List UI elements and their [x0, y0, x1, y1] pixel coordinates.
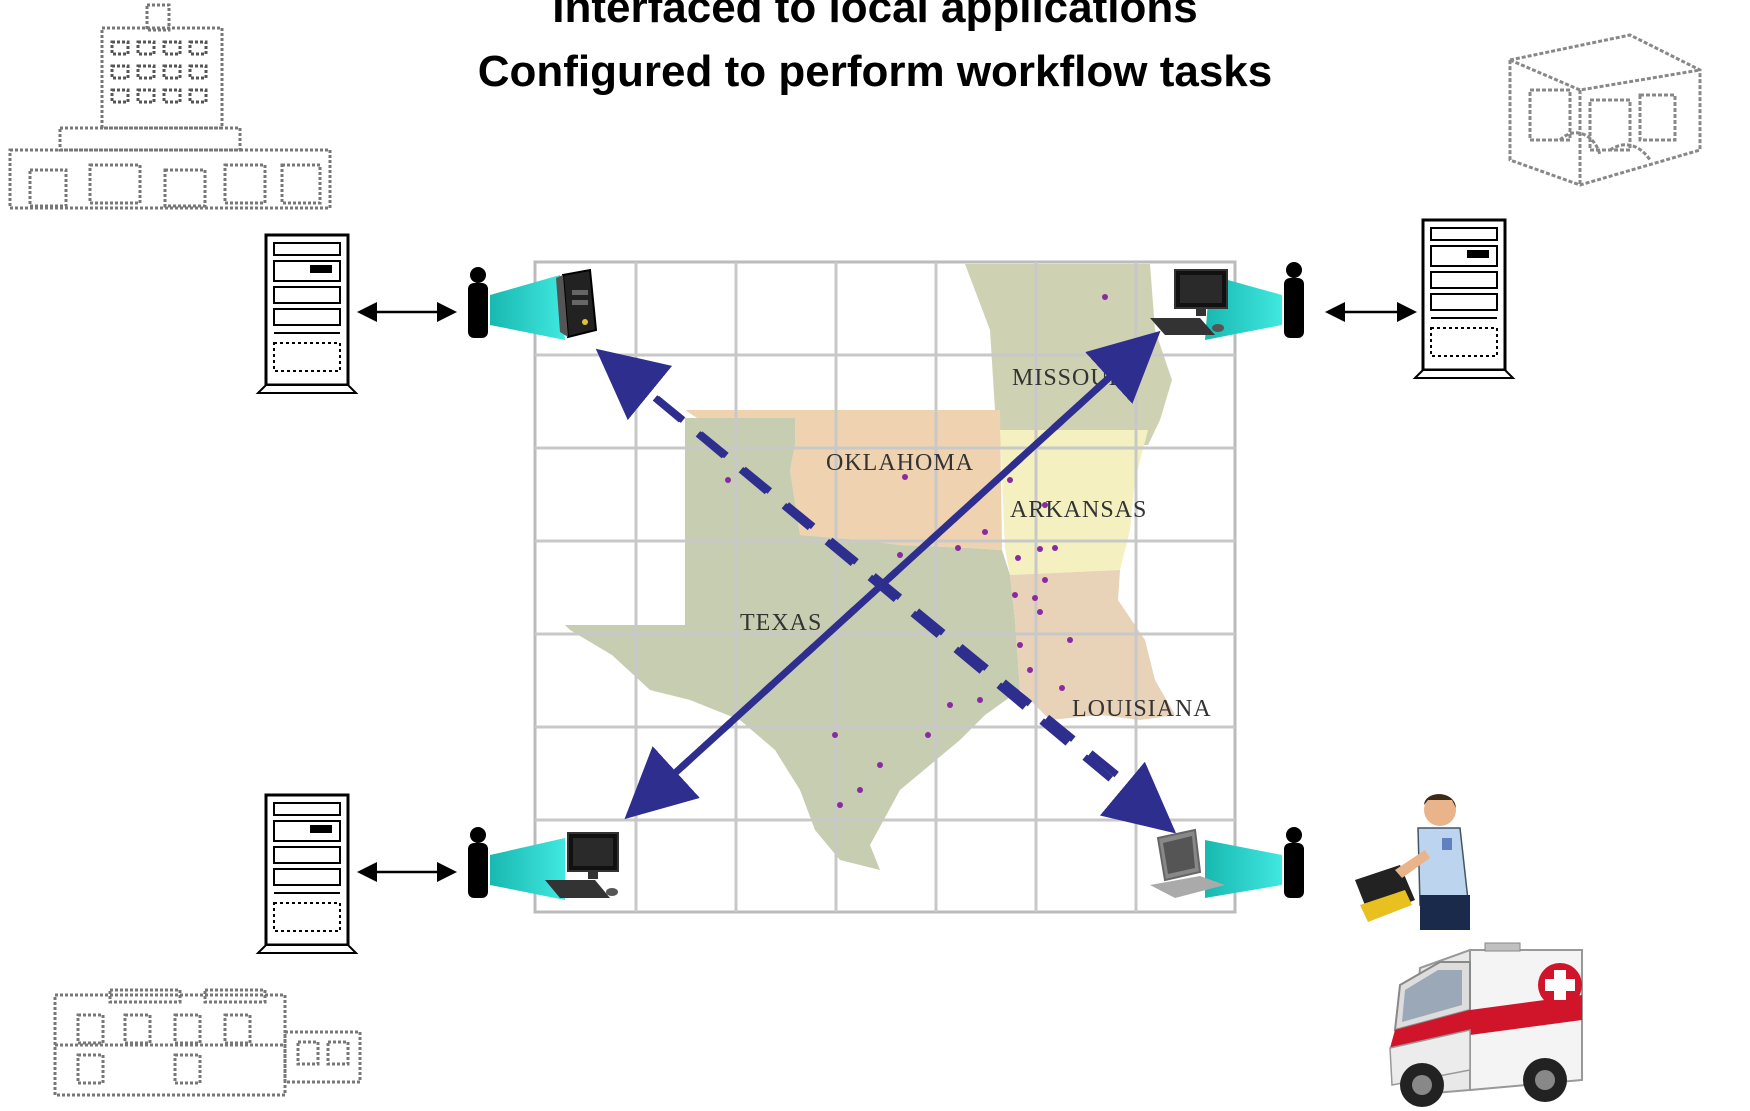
server-tower-icon-top-right: [1412, 218, 1516, 379]
louisiana-shape: [1010, 570, 1175, 720]
state-label-texas: TEXAS: [740, 610, 822, 636]
state-label-oklahoma: OKLAHOMA: [826, 450, 974, 476]
paramedic-icon: [1355, 794, 1470, 930]
arrow-to-bottom-left: [624, 342, 1148, 820]
state-label-louisiana: LOUISIANA: [1072, 696, 1212, 722]
office-building-icon: [1508, 33, 1702, 187]
server-tower-icon-bottom-left: [255, 793, 359, 954]
link-arrows: [357, 302, 1417, 882]
arrow-to-bottom-right: [609, 359, 1177, 834]
clinic-building-icon: [53, 988, 362, 1097]
title-line-1: Interfaced to local applications: [552, 0, 1198, 32]
desktop-computer-icon-bottom-right: [1150, 828, 1225, 898]
hospital-building-icon: [8, 3, 332, 210]
desktop-computer-icon-top-right: [1150, 269, 1228, 335]
texas-shape: [565, 418, 1020, 870]
agent-figure-icon-top-left: [468, 267, 565, 340]
city-markers: [725, 294, 1108, 808]
agent-figure-icon-bottom-left: [468, 827, 565, 900]
agent-figure-icon-bottom-right: [1205, 827, 1304, 898]
dashed-arrows: [595, 330, 1177, 834]
desktop-computer-icon-bottom-left: [545, 832, 619, 898]
desktop-computer-icon-top-left: [556, 268, 598, 339]
ambulance-icon: [1389, 942, 1583, 1107]
title-line-2: Configured to perform workflow tasks: [477, 47, 1273, 96]
server-tower-icon-top-left: [255, 233, 359, 394]
state-label-arkansas: ARKANSAS: [1010, 497, 1147, 523]
